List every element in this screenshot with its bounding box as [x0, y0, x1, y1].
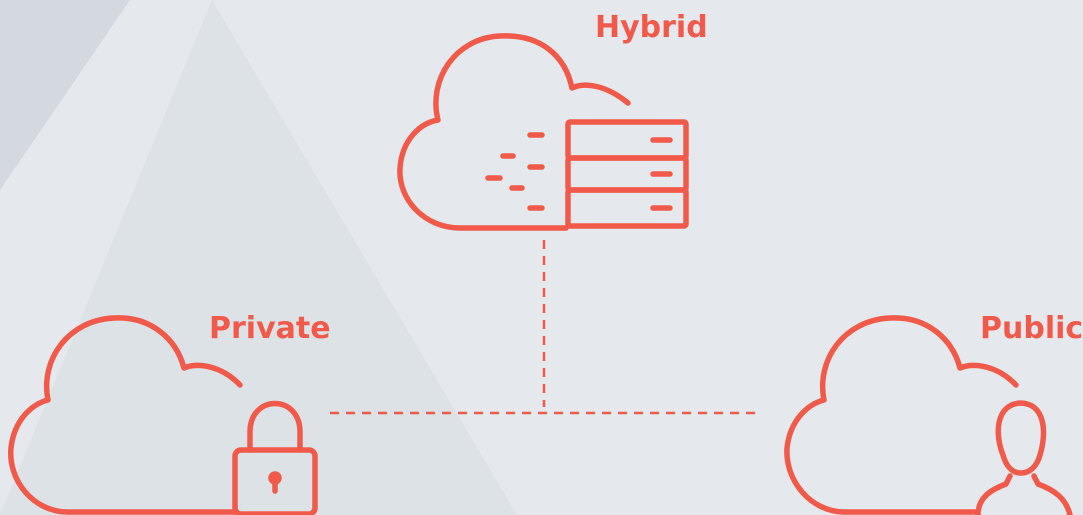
lock-icon	[232, 400, 318, 515]
user-head	[995, 400, 1047, 476]
background-triangle-light	[0, 0, 517, 515]
connector-lines	[330, 240, 760, 415]
data-transfer-dashes-icon	[485, 132, 545, 211]
background-shapes	[0, 0, 517, 515]
public-cloud-outline	[784, 315, 1019, 515]
public-label: Public	[980, 311, 1083, 346]
private-cloud-outline	[8, 315, 243, 515]
user-shoulders	[975, 473, 1073, 515]
private-label: Private	[209, 311, 331, 346]
cloud-lock-icon	[8, 315, 318, 515]
lock-shackle	[247, 400, 303, 453]
lock-body	[232, 447, 318, 515]
cloud-user-icon	[784, 315, 1073, 515]
cloud-server-icon	[397, 33, 689, 231]
hybrid-label: Hybrid	[595, 10, 708, 45]
server-rack-unit-3	[565, 187, 689, 229]
server-rack-icon	[565, 119, 689, 229]
background-triangle-dark	[0, 0, 130, 190]
user-icon	[975, 400, 1073, 515]
hybrid-cloud-outline	[397, 33, 631, 231]
